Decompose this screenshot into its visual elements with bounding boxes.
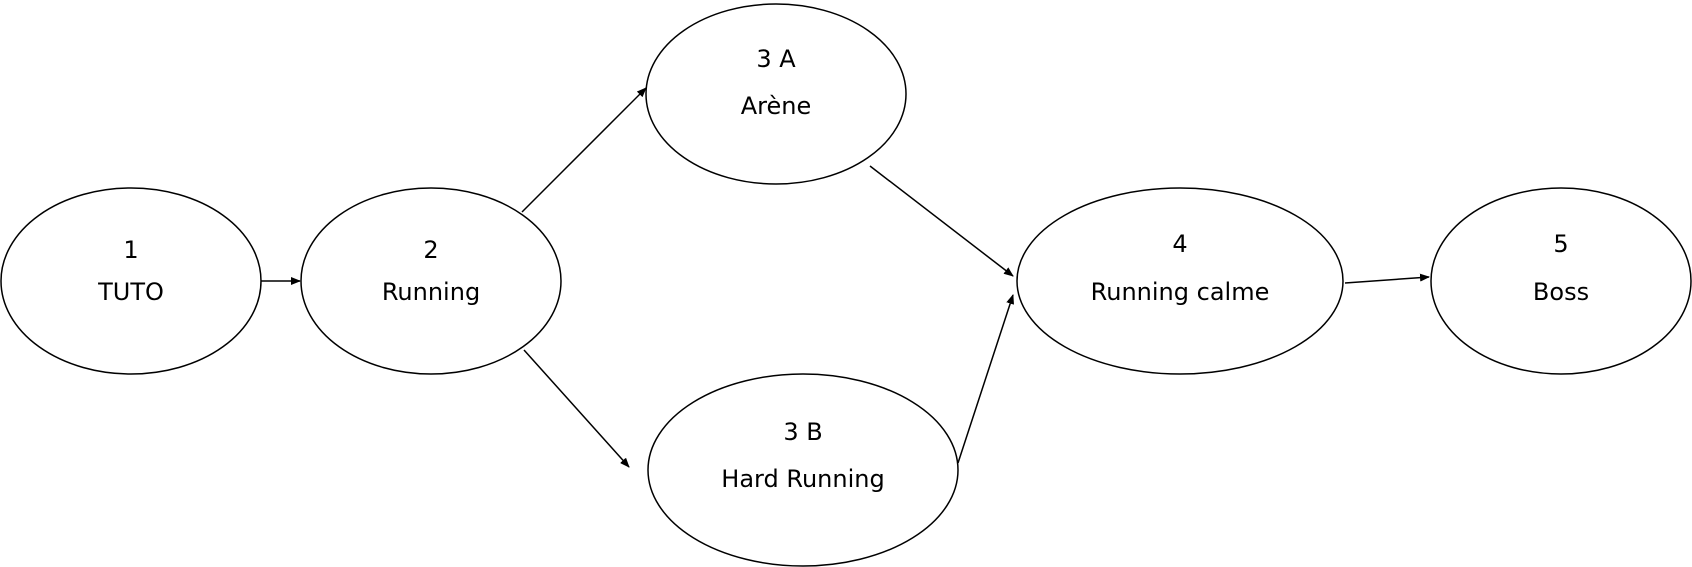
edge-running-to-arene xyxy=(521,87,647,213)
node-tuto-ellipse xyxy=(0,187,262,375)
node-hard-running: 3 B Hard Running xyxy=(647,373,959,567)
node-boss-label: Boss xyxy=(1533,278,1589,306)
node-arene: 3 A Arène xyxy=(645,3,907,185)
node-tuto-label: TUTO xyxy=(97,278,164,306)
node-running-number: 2 xyxy=(423,236,438,264)
edge-arene-to-running-calme xyxy=(869,165,1014,277)
node-running-calme: 4 Running calme xyxy=(1016,187,1344,375)
node-tuto-number: 1 xyxy=(123,236,138,264)
node-boss: 5 Boss xyxy=(1430,187,1692,375)
node-running-calme-number: 4 xyxy=(1172,230,1187,258)
node-arene-number: 3 A xyxy=(756,45,796,73)
node-running-ellipse xyxy=(300,187,562,375)
node-arene-ellipse xyxy=(645,3,907,185)
node-boss-number: 5 xyxy=(1553,230,1568,258)
edge-running-to-hard-running xyxy=(523,349,630,468)
edges xyxy=(261,87,1430,468)
node-boss-ellipse xyxy=(1430,187,1692,375)
node-running: 2 Running xyxy=(300,187,562,375)
node-hard-running-ellipse xyxy=(647,373,959,567)
node-arene-label: Arène xyxy=(741,92,812,120)
node-hard-running-label: Hard Running xyxy=(721,465,884,493)
node-hard-running-number: 3 B xyxy=(783,418,822,446)
node-running-calme-label: Running calme xyxy=(1091,278,1270,306)
node-tuto: 1 TUTO xyxy=(0,187,262,375)
edge-running-calme-to-boss xyxy=(1344,273,1430,284)
node-running-label: Running xyxy=(382,278,480,306)
edge-hard-running-to-running-calme xyxy=(957,294,1015,464)
node-running-calme-ellipse xyxy=(1016,187,1344,375)
